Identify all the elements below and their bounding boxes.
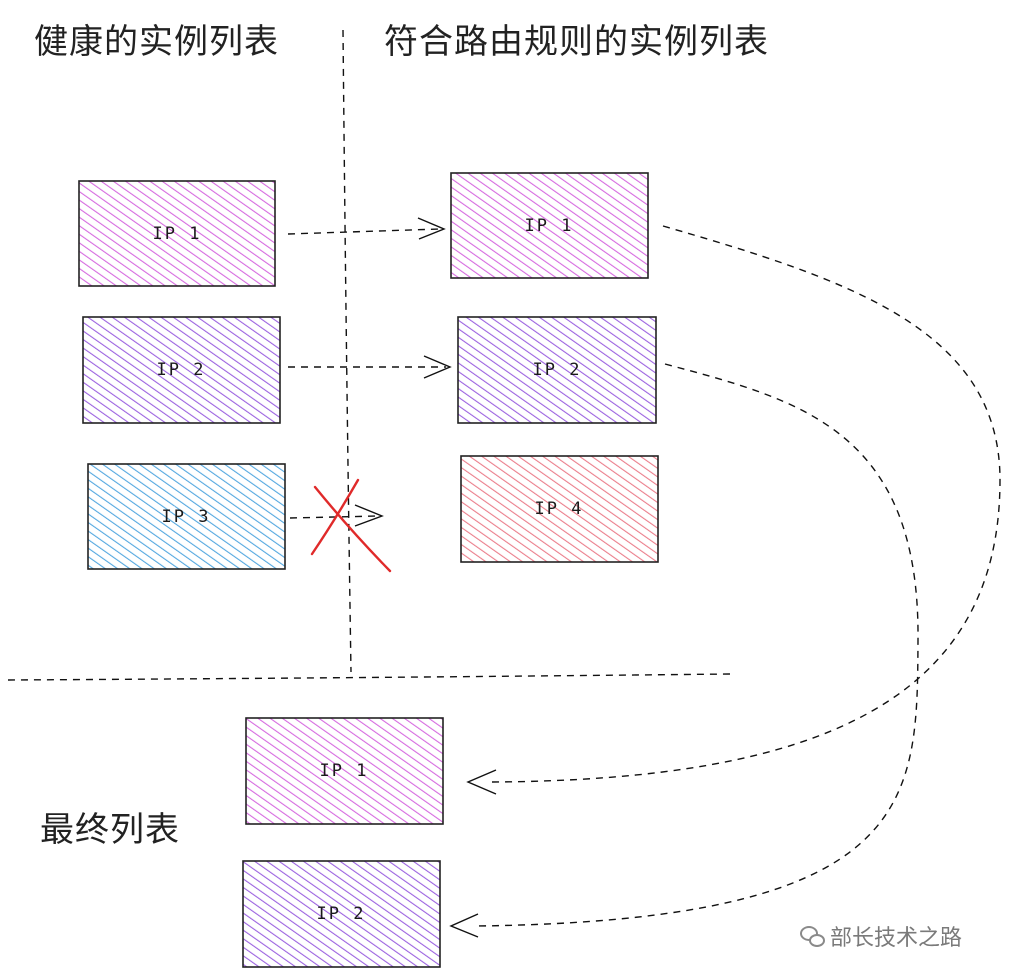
heading-healthy-list: 健康的实例列表 <box>34 22 279 62</box>
box-final-ip2-label: IP 2 <box>317 904 366 924</box>
blocked-cross-icon <box>310 478 392 573</box>
heading-final-list: 最终列表 <box>40 810 180 850</box>
wechat-icon <box>800 926 825 947</box>
box-final-ip2: IP 2 <box>242 860 441 968</box>
arrow-ip2-to-routed <box>288 355 452 379</box>
box-routed-ip4: IP 4 <box>460 455 659 563</box>
box-healthy-ip2: IP 2 <box>82 316 281 424</box>
arrow-routed-ip1-to-final <box>466 225 1001 795</box>
box-final-ip1: IP 1 <box>245 717 444 825</box>
box-routed-ip1: IP 1 <box>450 172 649 279</box>
heading-routing-list: 符合路由规则的实例列表 <box>384 22 769 62</box>
box-healthy-ip1-label: IP 1 <box>153 224 202 244</box>
arrow-ip3-blocked <box>289 504 384 527</box>
box-healthy-ip2-label: IP 2 <box>157 360 206 380</box>
box-routed-ip2: IP 2 <box>457 316 657 424</box>
box-healthy-ip3: IP 3 <box>87 463 286 570</box>
vertical-divider <box>342 29 352 673</box>
horizontal-divider <box>7 673 731 681</box>
box-routed-ip4-label: IP 4 <box>535 499 584 519</box>
watermark-text: 部长技术之路 <box>830 926 963 951</box>
box-routed-ip1-label: IP 1 <box>525 216 574 236</box>
watermark: 部长技术之路 <box>800 920 962 952</box>
arrow-routed-ip2-to-final <box>449 363 919 938</box>
box-healthy-ip1: IP 1 <box>78 180 276 287</box>
box-final-ip1-label: IP 1 <box>320 761 369 781</box>
arrow-ip1-to-routed <box>287 217 446 240</box>
box-routed-ip2-label: IP 2 <box>533 360 582 380</box>
box-healthy-ip3-label: IP 3 <box>162 507 211 527</box>
